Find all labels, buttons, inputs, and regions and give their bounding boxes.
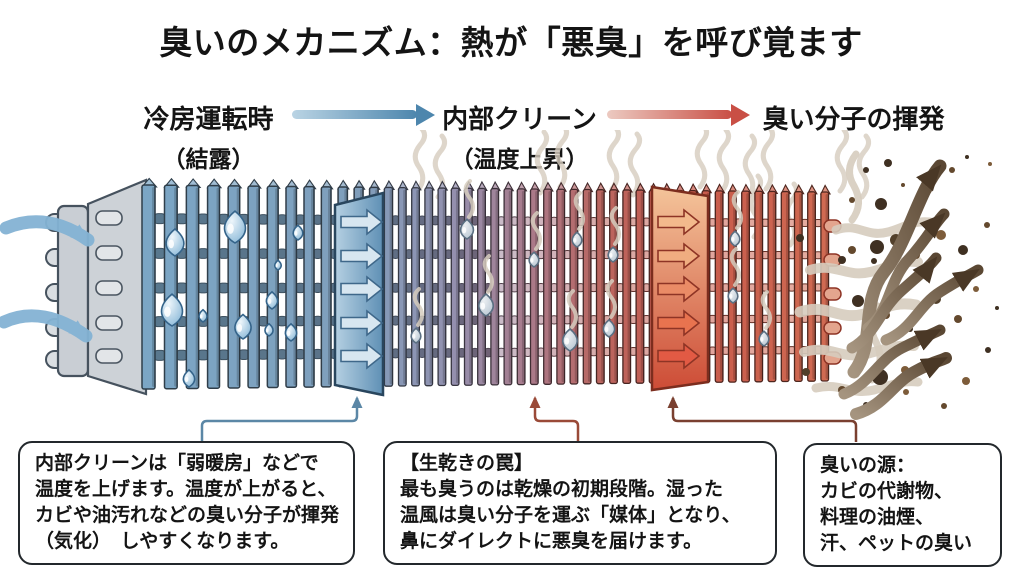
callout-line: 鼻にダイレクトに悪臭を届けます。	[400, 531, 703, 552]
callout-line: 汗、ペットの臭い	[820, 533, 973, 554]
callout-line: 料理の油煙、	[820, 507, 935, 528]
cold-airflow-panel	[333, 191, 385, 397]
callout-connector-arrows	[200, 396, 858, 442]
cool-air-inlet-arrow-icon	[0, 215, 95, 343]
heat-exchanger-end-plate	[45, 178, 148, 396]
callout-half-dry-trap: 【生乾きの罠】 最も臭うのは乾燥の初期段階。湿った 温風は臭い分子を運ぶ「媒体」…	[383, 441, 777, 565]
odor-arrow-icon	[838, 159, 984, 420]
stage-cooling: 冷房運転時 （結露）	[126, 99, 291, 174]
stage-internal-clean-label: 内部クリーン	[442, 104, 597, 134]
callout-line: カビや油汚れなどの臭い分子が揮発	[35, 505, 340, 526]
callout-line: 最も臭うのは乾燥の初期段階。湿った	[400, 479, 724, 500]
callout-odor-sources: 臭いの源： カビの代謝物、 料理の油煙、 汗、ペットの臭い	[803, 443, 1002, 567]
stage-volatilization: 臭い分子の揮発	[751, 99, 956, 136]
flow-arrow-red-icon	[607, 110, 732, 119]
callout-line: 温度を上げます。温度が上がると、	[35, 479, 337, 500]
callout-line: カビの代謝物、	[820, 481, 954, 502]
hot-airflow-panel	[650, 185, 710, 392]
callout-line: 内部クリーンは「弱暖房」などで	[35, 453, 319, 474]
callout-internal-clean: 内部クリーンは「弱暖房」などで 温度を上げます。温度が上がると、 カビや油汚れな…	[18, 441, 355, 565]
callout-line: （気化） しやすくなります。	[35, 531, 290, 552]
heat-exchanger-illustration	[0, 130, 999, 442]
stage-cooling-sublabel: （結露）	[162, 146, 255, 172]
water-droplet-icon	[160, 179, 772, 388]
callout-line: 温風は臭い分子を運ぶ「媒体」となり、	[400, 505, 741, 526]
stage-cooling-label: 冷房運転時	[143, 104, 274, 134]
flow-arrow-blue-icon	[292, 110, 417, 119]
stage-volatilization-label: 臭い分子の揮発	[762, 104, 945, 134]
callout-line: 【生乾きの罠】	[400, 453, 534, 474]
callout-line: 臭いの源：	[820, 455, 916, 476]
page-title: 臭いのメカニズム：熱が「悪臭」を呼び覚ます	[159, 24, 863, 61]
